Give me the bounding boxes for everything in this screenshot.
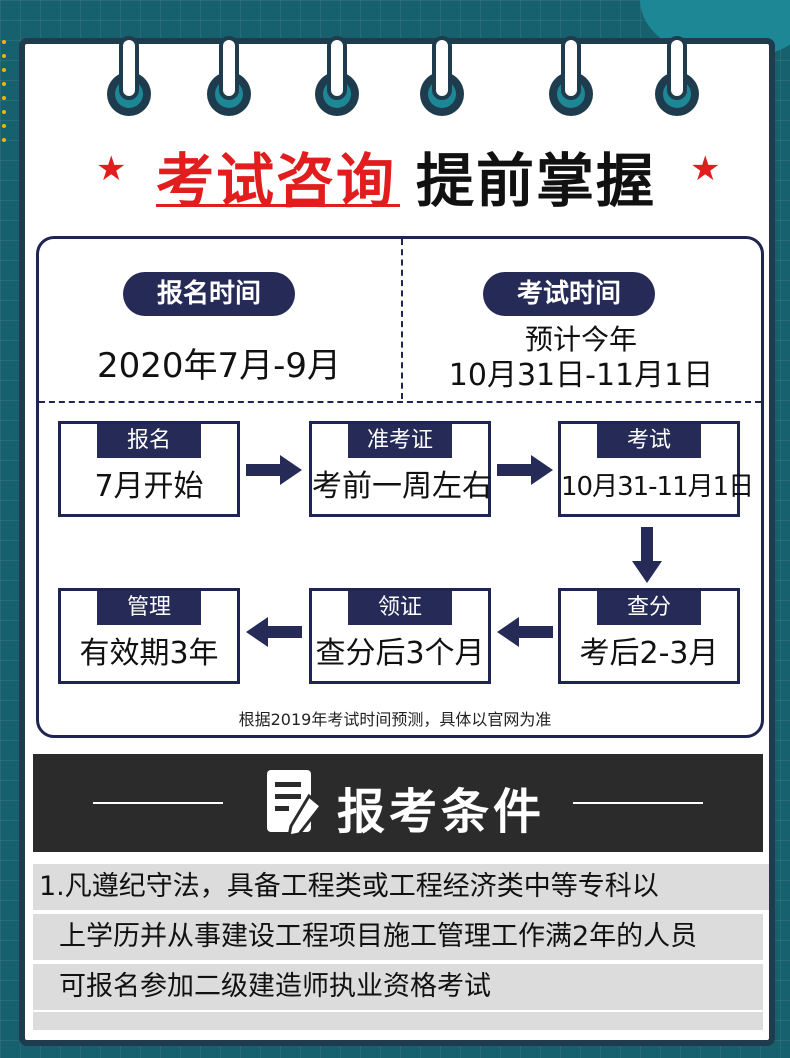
flow-step-label: 领证 — [348, 591, 452, 625]
arrow-down-icon — [632, 527, 662, 583]
title-main: 提前掌握 — [416, 147, 657, 215]
divider-horizontal — [39, 401, 761, 403]
arrow-left-icon — [497, 617, 553, 647]
binder-ring — [207, 36, 251, 116]
registration-period: 2020年7月-9月 — [96, 346, 342, 386]
exam-time-line1: 预计今年 — [524, 323, 637, 356]
binder-ring — [107, 36, 151, 116]
header-rule — [573, 802, 703, 804]
flow-step-certificate: 领证 查分后3个月 — [309, 588, 491, 684]
flow-step-admission-ticket: 准考证 考前一周左右 — [309, 421, 492, 517]
condition-line: 1.凡遵纪守法，具备工程类或工程经济类中等专科以 — [33, 864, 769, 910]
binder-ring — [315, 36, 359, 116]
flow-step-label: 准考证 — [348, 424, 452, 458]
flow-step-value: 考前一周左右 — [312, 469, 492, 504]
binder-ring — [549, 36, 593, 116]
flow-step-value: 10月31-11月1日 — [561, 472, 754, 502]
document-pen-icon — [267, 770, 323, 838]
flow-step-value: 有效期3年 — [79, 636, 219, 671]
flow-step-value: 查分后3个月 — [315, 636, 485, 671]
conditions-footer-strip — [33, 1012, 763, 1030]
exam-time-badge: 考试时间 — [483, 272, 655, 316]
arrow-right-icon — [246, 455, 302, 485]
flow-step-label: 报名 — [97, 424, 201, 458]
page-title: ★ 考试咨询 提前掌握 ★ — [0, 130, 790, 215]
title-highlight: 考试咨询 — [156, 147, 397, 215]
dot-column-decoration — [0, 40, 8, 152]
header-rule — [93, 802, 223, 804]
arrow-right-icon — [497, 455, 553, 485]
flow-step-label: 查分 — [597, 591, 701, 625]
arrow-left-icon — [246, 617, 302, 647]
flow-step-exam: 考试 10月31-11月1日 — [558, 421, 754, 517]
condition-line: 上学历并从事建设工程项目施工管理工作满2年的人员 — [33, 914, 763, 960]
flow-step-label: 考试 — [597, 424, 701, 458]
conditions-header: 报考条件 — [33, 754, 763, 852]
flow-step-value: 考后2-3月 — [579, 636, 719, 671]
registration-badge: 报名时间 — [123, 272, 295, 316]
prediction-note: 根据2019年考试时间预测，具体以官网为准 — [238, 710, 552, 729]
condition-line: 可报名参加二级建造师执业资格考试 — [33, 964, 763, 1010]
divider-vertical — [401, 239, 403, 399]
exam-time-line2: 10月31日-11月1日 — [448, 358, 714, 393]
star-icon: ★ — [690, 149, 721, 189]
flow-step-score: 查分 考后2-3月 — [558, 588, 740, 684]
flow-step-value: 7月开始 — [94, 469, 204, 504]
star-icon: ★ — [96, 149, 127, 189]
binder-ring — [655, 36, 699, 116]
flow-step-label: 管理 — [97, 591, 201, 625]
conditions-title: 报考条件 — [337, 784, 546, 840]
exam-info-panel — [36, 236, 764, 738]
binder-ring — [420, 36, 464, 116]
flow-step-registration: 报名 7月开始 — [58, 421, 240, 517]
title-underline — [156, 204, 400, 207]
flow-step-management: 管理 有效期3年 — [58, 588, 240, 684]
